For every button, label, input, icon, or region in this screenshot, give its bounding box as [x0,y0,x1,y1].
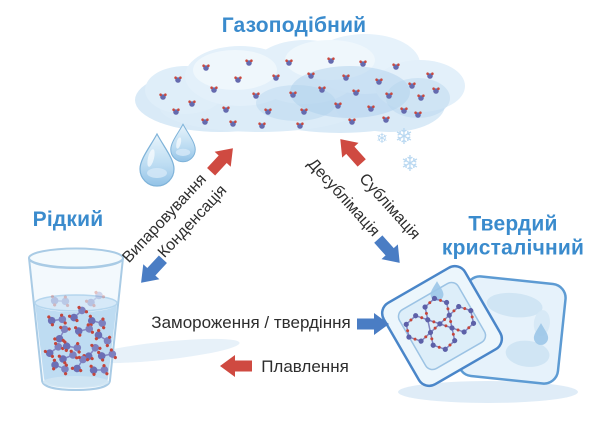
solid-state-title: Твердий кристалічний [433,212,593,259]
liquid-state-title: Рідкий [32,208,104,231]
solid-state-title-line1: Твердий [468,212,558,236]
shadow-shapes [84,338,578,403]
desublimation-arrow [370,231,408,271]
melting-label: Плавлення [261,357,349,376]
snowflake-icon: ❄ [376,130,388,146]
crystal-lattice-icon [403,295,477,352]
snowflake-icon: ❄ [394,124,414,149]
snowflake-icon: ❄ [400,151,420,176]
evaporation-arrow [203,140,241,180]
freezing-label: Замороження / твердіння [151,313,351,332]
cloud-illustration [135,34,465,133]
water-glass-illustration [28,247,124,392]
gas-state-title: Газоподібний [221,14,367,37]
melting-arrow [220,355,252,377]
solid-state-title-line2: кристалічний [441,236,585,259]
sublimation-arrow [332,131,370,171]
water-droplets-icon [139,123,196,187]
ice-cubes-illustration [380,264,567,388]
